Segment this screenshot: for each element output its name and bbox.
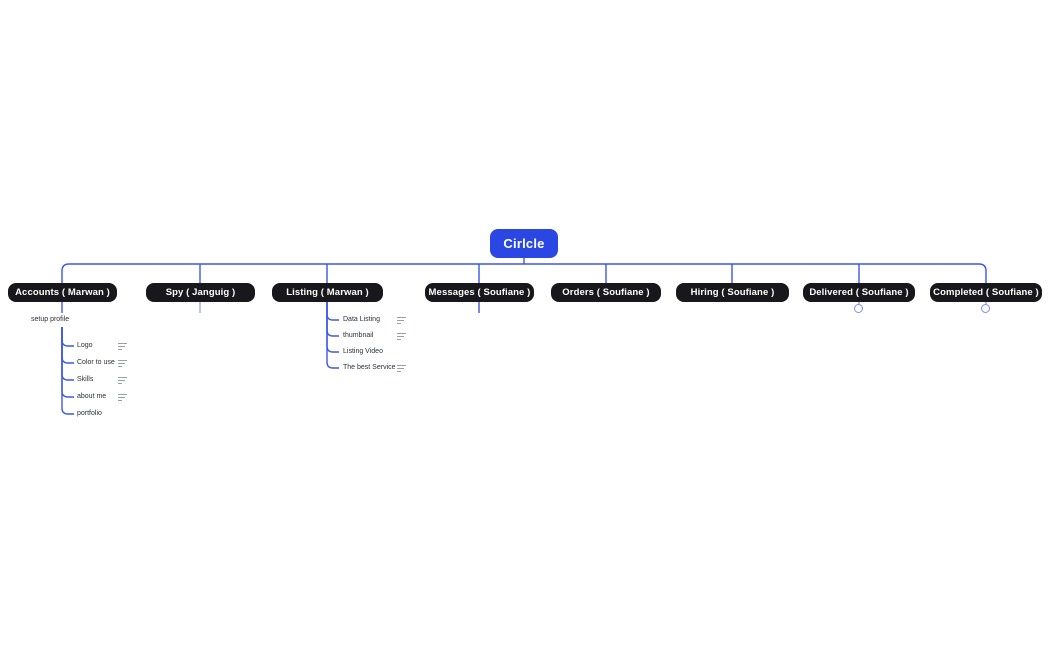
subtopic-skills[interactable]: Skills: [77, 376, 94, 383]
notes-icon[interactable]: [118, 343, 127, 351]
notes-icon[interactable]: [118, 360, 127, 368]
root-node[interactable]: Cirlcle: [490, 229, 558, 258]
connector-listing-thumbnail: [326, 302, 339, 337]
connector-listing-video: [326, 302, 339, 353]
notes-icon[interactable]: [118, 394, 127, 402]
connector-accounts-portfolio: [61, 327, 74, 415]
branch-node-orders[interactable]: Orders ( Soufiane ): [551, 283, 661, 302]
branch-node-spy[interactable]: Spy ( Janguig ): [146, 283, 255, 302]
connector-accounts-logo: [61, 327, 74, 347]
subtopic-setup-profile[interactable]: setup profile: [31, 316, 70, 323]
subtopic-thumbnail[interactable]: thumbnail: [343, 332, 374, 339]
connector-bus: [61, 263, 987, 283]
subtopic-listing-video[interactable]: Listing Video: [343, 348, 383, 355]
connector-listing-data: [326, 302, 339, 321]
subtopic-the-best-service[interactable]: The best Service: [343, 364, 396, 371]
notes-icon[interactable]: [397, 365, 406, 373]
branch-node-hiring[interactable]: Hiring ( Soufiane ): [676, 283, 789, 302]
connector-accounts-color: [61, 327, 74, 364]
notes-icon[interactable]: [118, 377, 127, 385]
branch-node-completed[interactable]: Completed ( Soufiane ): [930, 283, 1042, 302]
branch-node-messages[interactable]: Messages ( Soufiane ): [425, 283, 534, 302]
connector-listing-service: [326, 302, 339, 369]
branch-node-accounts[interactable]: Accounts ( Marwan ): [8, 283, 117, 302]
connector-accounts-aboutme: [61, 327, 74, 398]
subtopic-color-to-use[interactable]: Color to use: [77, 359, 115, 366]
subtopic-data-listing[interactable]: Data Listing: [343, 316, 380, 323]
branch-node-delivered[interactable]: Delivered ( Soufiane ): [803, 283, 915, 302]
collapse-toggle-delivered[interactable]: [854, 304, 863, 313]
subtopic-portfolio[interactable]: portfolio: [77, 410, 102, 417]
collapse-toggle-completed[interactable]: [981, 304, 990, 313]
notes-icon[interactable]: [397, 317, 406, 325]
subtopic-logo[interactable]: Logo: [77, 342, 93, 349]
notes-icon[interactable]: [397, 333, 406, 341]
connector-accounts-skills: [61, 327, 74, 381]
subtopic-about-me[interactable]: about me: [77, 393, 107, 400]
branch-node-listing[interactable]: Listing ( Marwan ): [272, 283, 383, 302]
